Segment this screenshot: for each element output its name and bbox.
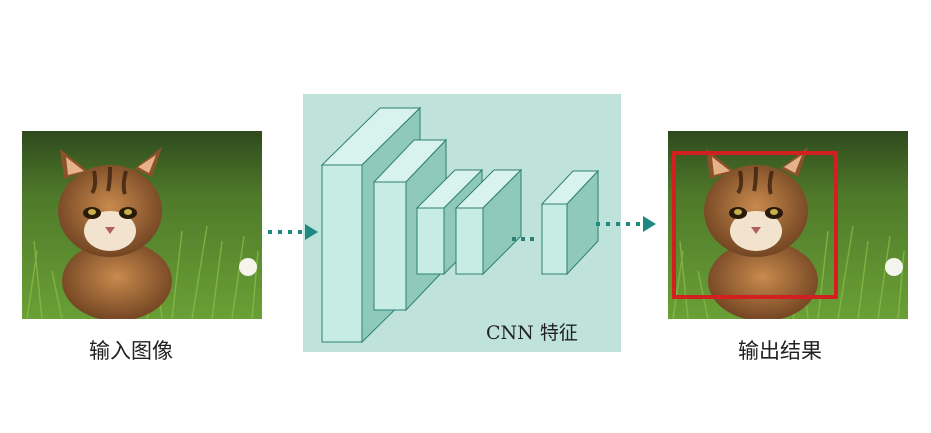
detection-box <box>672 151 838 299</box>
input-arrow <box>268 224 318 240</box>
output-arrow <box>596 216 656 232</box>
cnn-ellipsis-dots <box>512 237 534 241</box>
cnn-layer-5 <box>540 169 600 276</box>
cnn-layer-4 <box>454 168 523 276</box>
output-caption: 输出结果 <box>738 339 822 363</box>
input-caption: 输入图像 <box>89 339 173 363</box>
output-image <box>668 131 908 319</box>
cnn-feature-label: CNN 特征 <box>486 322 578 344</box>
input-image <box>22 131 262 319</box>
